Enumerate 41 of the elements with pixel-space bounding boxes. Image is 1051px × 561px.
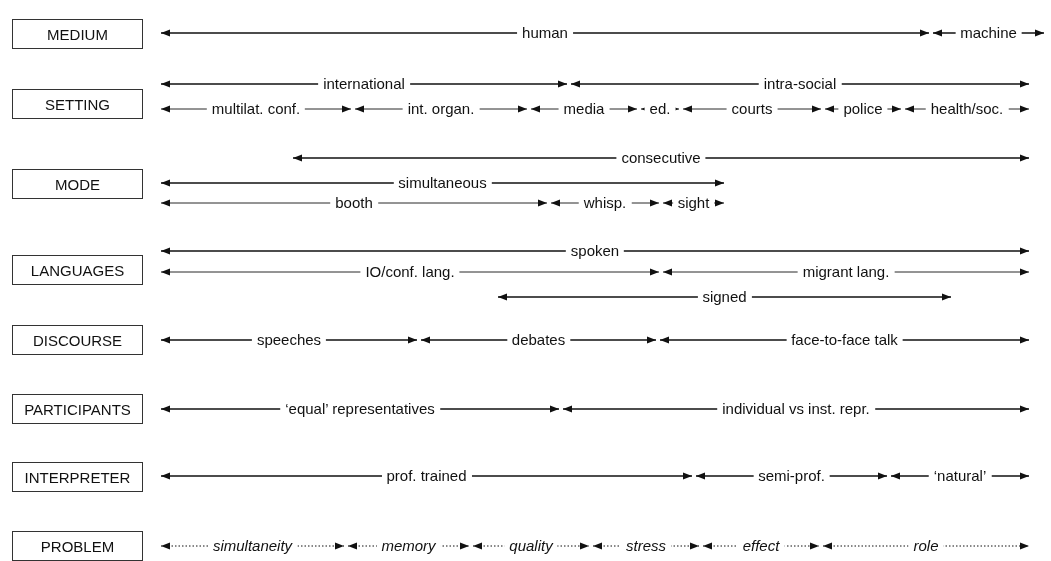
range-label: machine — [955, 25, 1022, 41]
range-label: courts — [726, 101, 778, 117]
range-label: police — [838, 101, 888, 117]
range-label: face-to-face talk — [786, 332, 903, 348]
range-label: simultaneous — [393, 175, 492, 191]
range-label: effect — [737, 538, 785, 554]
range-label: multilat. conf. — [206, 101, 306, 117]
range-label: IO/conf. lang. — [360, 264, 460, 280]
range-label: prof. trained — [381, 468, 472, 484]
category-box: PARTICIPANTS — [12, 394, 143, 424]
range-label: stress — [621, 538, 671, 554]
category-box: MODE — [12, 169, 143, 199]
range-label: human — [517, 25, 573, 41]
category-box: INTERPRETER — [12, 462, 143, 492]
category-box: DISCOURSE — [12, 325, 143, 355]
range-label: speeches — [251, 332, 327, 348]
range-label: semi-prof. — [753, 468, 830, 484]
range-label: signed — [697, 289, 752, 305]
range-label: ed. — [644, 101, 676, 117]
range-label: media — [558, 101, 610, 117]
category-box: SETTING — [12, 89, 143, 119]
range-label: health/soc. — [925, 101, 1009, 117]
range-label: international — [318, 76, 410, 92]
range-label: sight — [672, 195, 715, 211]
range-label: booth — [330, 195, 378, 211]
category-box: PROBLEM — [12, 531, 143, 561]
range-label: int. organ. — [402, 101, 480, 117]
range-label: individual vs inst. repr. — [717, 401, 875, 417]
range-label: intra-social — [758, 76, 842, 92]
range-label: migrant lang. — [797, 264, 895, 280]
range-label: ‘equal’ representatives — [280, 401, 440, 417]
range-label: ‘natural’ — [928, 468, 992, 484]
range-label: whisp. — [578, 195, 632, 211]
range-label: consecutive — [616, 150, 706, 166]
category-box: LANGUAGES — [12, 255, 143, 285]
range-label: debates — [506, 332, 571, 348]
range-label: simultaneity — [207, 538, 298, 554]
range-label: quality — [504, 538, 558, 554]
range-label: spoken — [565, 243, 625, 259]
range-label: role — [908, 538, 944, 554]
category-box: MEDIUM — [12, 19, 143, 49]
